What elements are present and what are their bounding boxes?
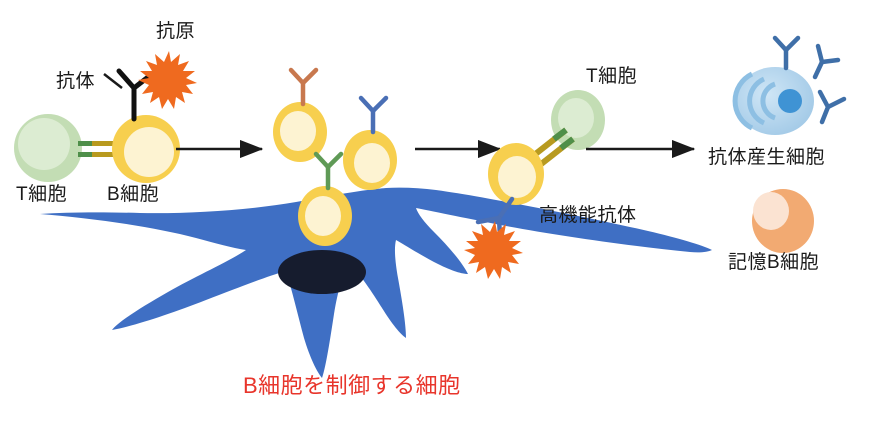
dendritic-regulating-cell (40, 187, 712, 378)
stage2-antibody-blue-icon (358, 95, 389, 135)
label-antibody-producing-cell: 抗体産生細胞 (708, 147, 826, 168)
stage2-b-cell-blue (343, 95, 397, 190)
secreted-antibody-2-icon (812, 43, 841, 80)
stage3-antigen-icon (464, 221, 523, 279)
dendritic-cell-nucleus (278, 250, 366, 294)
stage1-receptor-bridge (78, 141, 114, 157)
stage2-b-cell-green (298, 151, 352, 246)
antibody-leader-line (103, 73, 123, 89)
bottom-caption: B細胞を制御する細胞 (243, 373, 461, 398)
stage2-antibody-green-icon (313, 151, 344, 191)
stage3-b-cell (488, 143, 544, 205)
label-antigen: 抗原 (156, 21, 196, 42)
antibody-producing-cell (732, 67, 814, 135)
label-b-cell-left: B細胞 (107, 184, 160, 205)
stage-4-group (732, 35, 847, 253)
stage1-b-cell (112, 115, 180, 183)
label-t-cell-right: T細胞 (586, 66, 638, 87)
stage2-b-cell-brown (273, 67, 327, 162)
memory-b-cell (752, 189, 814, 253)
secreted-antibody-3-icon (817, 89, 847, 125)
stage1-antigen-icon (138, 51, 197, 109)
label-memory-b-cell: 記憶B細胞 (728, 252, 820, 273)
label-high-function-antibody: 高機能抗体 (539, 205, 637, 226)
stage2-antibody-brown-icon (288, 67, 319, 107)
stage1-antibody-icon (116, 68, 155, 122)
plasma-cell-nucleus (778, 89, 802, 113)
stage-2-group (273, 67, 397, 246)
stage-1-group (14, 51, 197, 183)
label-antibody: 抗体 (56, 71, 96, 92)
stage-3-group (464, 90, 605, 279)
stage3-t-cell (551, 90, 605, 150)
dendritic-cell-body (40, 187, 712, 378)
stage1-t-cell (14, 114, 82, 182)
secreted-antibody-1-icon (772, 35, 801, 71)
label-t-cell-left: T細胞 (16, 184, 68, 205)
